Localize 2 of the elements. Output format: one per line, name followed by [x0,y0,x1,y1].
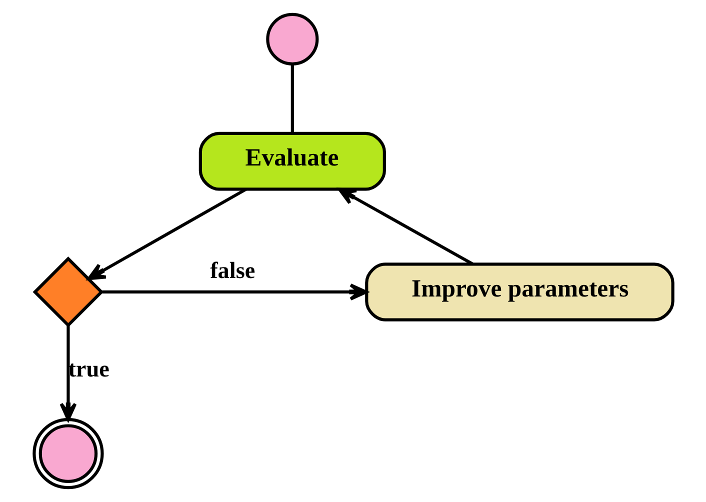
edge-label: true [68,356,109,382]
edge-label: false [210,258,255,284]
